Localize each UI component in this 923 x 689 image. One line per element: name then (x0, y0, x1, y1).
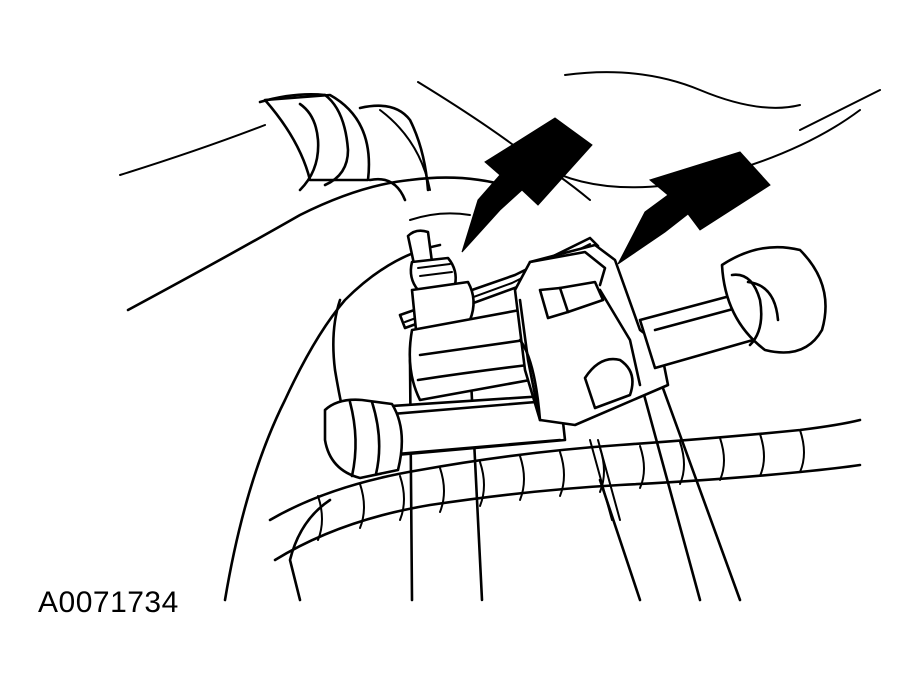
arrow-clamp (617, 151, 771, 265)
support-column (408, 358, 742, 602)
clamp-housing (513, 243, 670, 427)
arrow-icon (617, 151, 771, 265)
arrow-bracket-nut (461, 117, 593, 253)
left-boot (323, 398, 404, 480)
right-shaft-endcap (638, 245, 827, 370)
figure-id-label: A0071734 (38, 586, 179, 619)
arrow-icon (461, 117, 593, 253)
upper-hose (258, 93, 430, 202)
wiring-harness (268, 418, 862, 602)
stud-bolt-nut (406, 229, 475, 332)
